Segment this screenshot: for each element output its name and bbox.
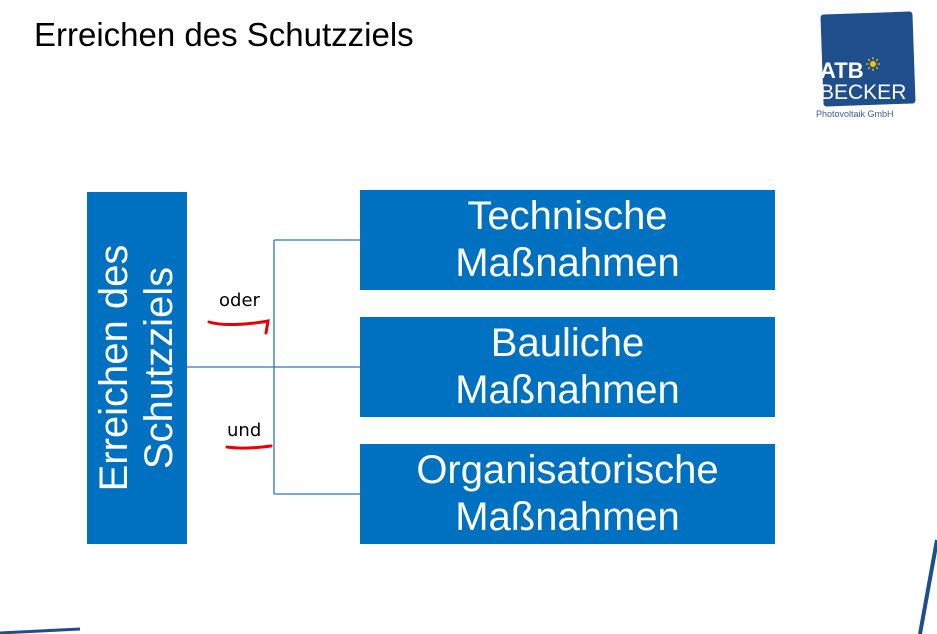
slide-title: Erreichen des Schutzziels	[34, 16, 414, 53]
goal-line-1: Erreichen des	[92, 244, 136, 492]
operator-oder: oder	[219, 290, 260, 311]
measure-bauliche-line-2: Maßnahmen	[455, 368, 680, 412]
measure-organisatorische-line-1: Organisatorische	[416, 448, 719, 492]
logo-subtitle: Photovoltaik GmbH	[816, 109, 894, 119]
measure-technische-line-2: Maßnahmen	[455, 241, 680, 285]
measure-technische-line-1: Technische	[467, 194, 668, 238]
measure-box-technische: Technische Maßnahmen	[360, 190, 775, 290]
logo-line-becker: BECKER	[820, 81, 907, 104]
goal-box-label: Erreichen des Schutzziels	[92, 245, 182, 492]
measure-box-bauliche: Bauliche Maßnahmen	[360, 317, 775, 417]
measure-organisatorische-line-2: Maßnahmen	[455, 495, 680, 539]
measure-box-organisatorische: Organisatorische Maßnahmen	[360, 444, 775, 544]
sun-icon	[866, 57, 880, 71]
und-underline-mark	[225, 444, 273, 450]
logo-line-atb: ATB	[820, 58, 864, 83]
operator-und: und	[227, 420, 262, 441]
oder-underline-mark	[207, 319, 270, 335]
bottom-left-accent	[0, 627, 81, 634]
goal-line-2: Schutzziels	[137, 266, 181, 470]
measure-bauliche-line-1: Bauliche	[490, 321, 645, 365]
goal-box-schutzziel: Erreichen des Schutzziels	[87, 192, 187, 544]
bottom-right-accent	[918, 539, 937, 634]
company-logo: ATB BECKER Photovoltaik GmbH	[808, 11, 920, 125]
